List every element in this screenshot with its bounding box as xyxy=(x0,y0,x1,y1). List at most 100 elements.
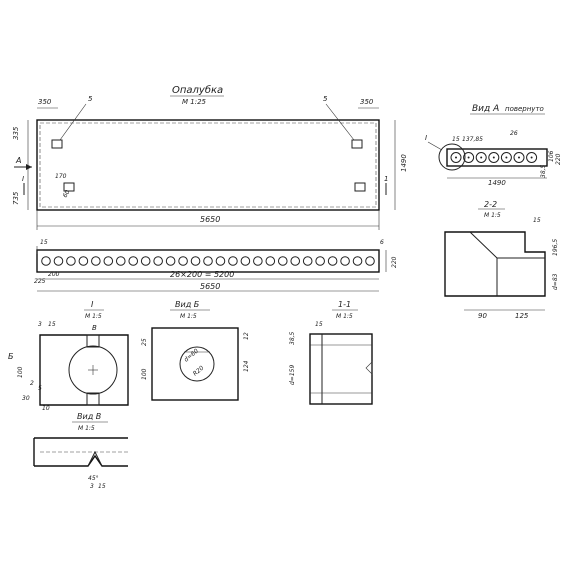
side-hole xyxy=(203,256,213,266)
side-hole xyxy=(228,256,238,266)
view-a-hole xyxy=(463,152,475,163)
side-hole xyxy=(178,256,188,266)
side-hole xyxy=(53,256,64,266)
detail-i-dim-4: 2 xyxy=(30,380,34,387)
view-v-title: Вид В xyxy=(77,412,101,421)
slab-side-outline xyxy=(36,249,380,273)
cut-mark-2: 1 xyxy=(384,175,388,183)
section-2-2-title: 2-2 xyxy=(484,200,497,209)
section-2-2-profile xyxy=(444,231,546,297)
view-b-dim-3: 100 xyxy=(141,368,148,380)
side-hole xyxy=(277,256,288,266)
view-a-hole xyxy=(488,152,500,163)
side-hole xyxy=(327,256,338,266)
side-dim-formula: 26×200 = 5200 xyxy=(170,270,234,279)
dim-left-side: 335 xyxy=(12,126,20,140)
side-elevation-view: 15 6 225 200 26×200 = 5200 5650 220 xyxy=(34,239,398,292)
view-b-dim-5: d=60 xyxy=(183,347,200,363)
side-hole xyxy=(290,256,301,266)
embed-plate-right-top xyxy=(351,139,363,149)
section-1-1-scale: М 1:5 xyxy=(336,313,353,320)
view-a-dim-side-3: 38,5 xyxy=(540,164,547,178)
small-dim-2: 60 xyxy=(62,189,72,199)
side-hole xyxy=(253,256,263,266)
detail-i-callout-circle xyxy=(438,143,466,171)
view-a-hole xyxy=(500,152,512,163)
section-2-2-dim-h2: d=83 xyxy=(552,273,559,290)
view-a-hole-row xyxy=(450,152,538,163)
side-dim-top-left: 15 xyxy=(40,239,48,246)
main-view-scale: М 1:25 xyxy=(182,98,207,106)
view-a-dim-2: 137,85 xyxy=(462,136,483,143)
slab-plan-outline xyxy=(36,119,380,211)
view-a-dim-1: 15 xyxy=(452,136,460,143)
side-hole xyxy=(302,256,313,266)
view-a-section-outline xyxy=(446,148,548,167)
section-1-1-dim-2: d=159 xyxy=(289,365,296,385)
detail-i-title: I xyxy=(91,300,94,309)
section-1-1-dim-top: 15 xyxy=(315,321,323,328)
detail-i-hole xyxy=(68,345,118,395)
detail-i-scale: М 1:5 xyxy=(85,313,102,320)
section-2-2-scale: М 1:5 xyxy=(484,212,501,219)
section-2-2-dim-w2: 125 xyxy=(515,312,529,320)
dim-right-side: 1490 xyxy=(400,154,408,172)
dim-right-top: 350 xyxy=(360,98,374,106)
section-2-2-dim-h1: 196,5 xyxy=(552,239,559,256)
view-v-dim-2: 3 xyxy=(90,483,94,490)
side-hole xyxy=(66,256,76,266)
detail-i-dim-2: 15 xyxy=(48,321,56,328)
view-b-title: Вид Б xyxy=(175,300,200,309)
main-overall-length: 5650 xyxy=(200,215,220,224)
section-1-1-outline xyxy=(309,333,373,405)
view-a-dim-side-2: 106 xyxy=(548,150,555,162)
detail-i-dim-7: 10 xyxy=(42,405,50,412)
embed-plate-left-top xyxy=(51,139,63,149)
slab-plan-inner xyxy=(39,122,377,208)
view-a: Вид А повернуто I 15 137,85 26 1490 220 … xyxy=(425,104,562,187)
small-dim-1: 170 xyxy=(55,173,67,180)
view-a-hole-center xyxy=(492,156,495,159)
side-hole xyxy=(240,256,251,266)
view-a-dim-side-1: 220 xyxy=(555,153,562,165)
view-a-hole xyxy=(475,152,487,163)
detail-i-dim-5: 5 xyxy=(38,385,42,392)
section-2-2: 2-2 М 1:5 15 196,5 d=83 90 125 xyxy=(444,200,559,320)
view-b: Вид Б М 1:5 25 12 100 124 d=60 R20 xyxy=(141,300,250,401)
side-overall-length: 5650 xyxy=(200,282,220,291)
view-a-dim-3: 26 xyxy=(510,130,518,137)
side-hole xyxy=(153,256,163,266)
view-b-dim-1: 25 xyxy=(141,338,148,346)
view-a-marker: А xyxy=(15,156,21,165)
view-a-hole xyxy=(450,152,462,163)
side-dim-height: 220 xyxy=(391,256,398,268)
dim-left-top: 350 xyxy=(38,98,52,106)
view-v: Вид В М 1:5 45° 3 15 xyxy=(33,412,128,490)
view-b-scale: М 1:5 xyxy=(180,313,197,320)
view-b-hole xyxy=(179,346,215,382)
view-a-hole-center xyxy=(505,156,508,159)
mark-right: 5 xyxy=(323,95,328,103)
view-a-mark-i: I xyxy=(425,134,427,142)
side-hole xyxy=(315,256,325,266)
detail-i-mark-b: В xyxy=(92,324,97,332)
view-b-dim-4: 124 xyxy=(243,360,250,372)
side-hole xyxy=(165,256,176,266)
view-v-scale: М 1:5 xyxy=(78,425,95,432)
side-dim-left: 225 xyxy=(34,278,46,285)
side-hole xyxy=(215,256,226,266)
side-hole xyxy=(128,256,139,266)
view-b-outline xyxy=(151,327,239,401)
embed-plate-right-bottom xyxy=(354,182,366,192)
view-b-dim-6: R20 xyxy=(192,364,206,377)
main-view-title: Опалубка xyxy=(172,84,223,96)
view-a-hole-center xyxy=(467,156,470,159)
view-a-hole-center xyxy=(480,156,483,159)
detail-i-mark-b-side: Б xyxy=(8,352,14,361)
side-hole xyxy=(78,256,89,266)
detail-i-dim-3: 100 xyxy=(17,366,24,378)
section-1-1-dim-1: 38,5 xyxy=(289,331,296,345)
view-a-hole-center xyxy=(518,156,520,159)
mark-left: 5 xyxy=(88,95,93,103)
view-a-hole-center xyxy=(530,156,533,159)
